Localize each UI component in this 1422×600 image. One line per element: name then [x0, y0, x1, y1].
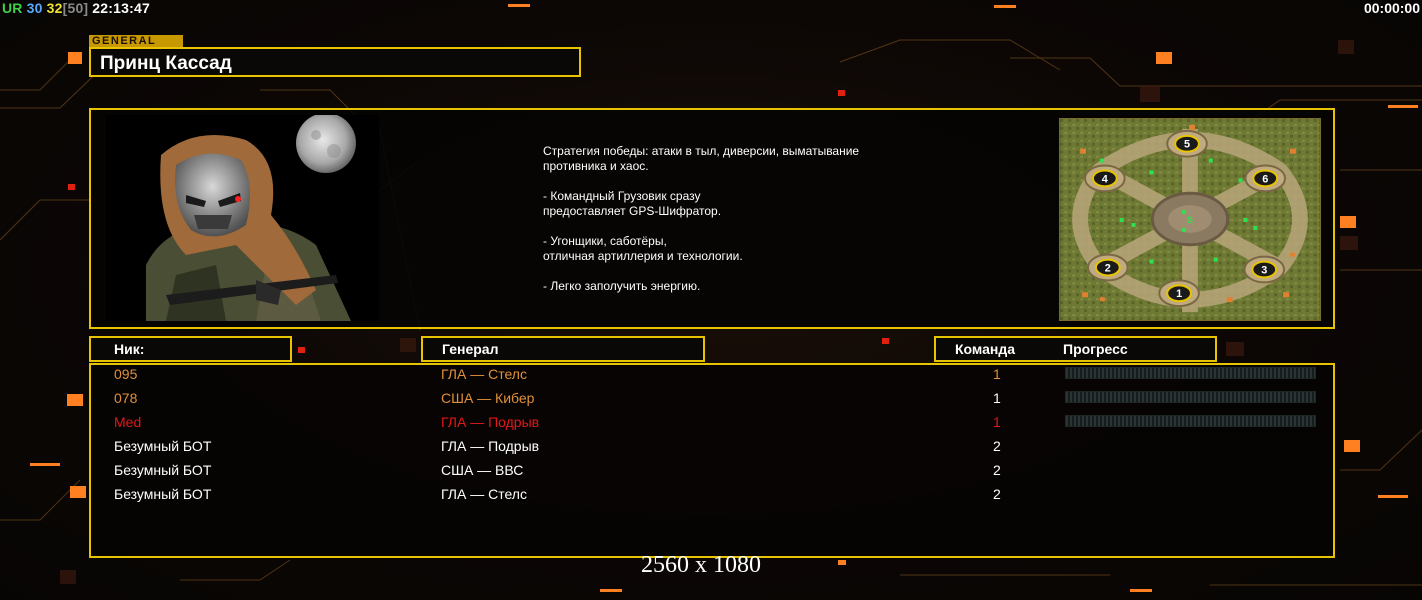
- player-row: Безумный БОТ ГЛА — Стелс 2: [0, 484, 1422, 508]
- hud-fps: 32: [46, 0, 63, 16]
- player-row: 078 США — Кибер 1: [0, 388, 1422, 412]
- player-team: 1: [993, 414, 1001, 430]
- hud-ping: 30: [26, 0, 43, 16]
- hud-fps-limit: [50]: [62, 0, 89, 16]
- map-slot-label: 5: [1184, 139, 1190, 151]
- player-nick: Безумный БОТ: [114, 486, 212, 502]
- hud-ur: UR: [2, 0, 23, 16]
- general-header: Генерал: [421, 336, 705, 362]
- player-progress-bar: [1065, 391, 1316, 403]
- map-slot-label: 3: [1261, 264, 1267, 276]
- player-team: 2: [993, 438, 1001, 454]
- player-row: 095 ГЛА — Стелс 1: [0, 364, 1422, 388]
- description-paragraph: - Легко заполучить энергию.: [543, 279, 701, 293]
- map-slot-label: 6: [1262, 173, 1268, 185]
- map-slot-label: 2: [1105, 262, 1111, 274]
- general-portrait: [106, 115, 379, 321]
- player-general: США — ВВС: [441, 462, 524, 478]
- resolution-caption: 2560 x 1080: [641, 552, 761, 578]
- minimap-image: 1 2 3 4 5 6: [1060, 119, 1320, 320]
- nick-header-label: Ник:: [114, 341, 145, 357]
- team-progress-header: Команда Прогресс: [934, 336, 1217, 362]
- player-progress-bar: [1065, 367, 1316, 379]
- map-slot-label: 4: [1102, 173, 1108, 185]
- map-slot-label: 1: [1176, 288, 1182, 300]
- player-nick: 078: [114, 390, 138, 406]
- portrait-image: [106, 115, 379, 321]
- minimap: 1 2 3 4 5 6: [1059, 118, 1321, 321]
- player-row: Безумный БОТ США — ВВС 2: [0, 460, 1422, 484]
- general-name-bar: Принц Кассад: [89, 47, 581, 77]
- description-paragraph: - Угонщики, саботёры, отличная артиллери…: [543, 234, 743, 263]
- player-progress-bar: [1065, 415, 1316, 427]
- general-tag: GENERAL: [89, 35, 183, 47]
- player-row: Med ГЛА — Подрыв 1: [0, 412, 1422, 436]
- player-nick: Med: [114, 414, 142, 430]
- player-general: ГЛА — Стелс: [441, 486, 527, 502]
- general-name: Принц Кассад: [100, 53, 232, 74]
- general-description: Стратегия победы: атаки в тыл, диверсии,…: [543, 144, 983, 309]
- general-header-label: Генерал: [442, 341, 499, 357]
- player-general: ГЛА — Стелс: [441, 366, 527, 382]
- player-team: 2: [993, 462, 1001, 478]
- game-timer: 00:00:00: [1363, 0, 1420, 16]
- description-paragraph: - Командный Грузовик сразу предоставляет…: [543, 189, 722, 218]
- player-team: 2: [993, 486, 1001, 502]
- player-general: США — Кибер: [441, 390, 535, 406]
- player-team: 1: [993, 366, 1001, 382]
- description-paragraph: Стратегия победы: атаки в тыл, диверсии,…: [543, 144, 860, 173]
- player-nick: Безумный БОТ: [114, 462, 212, 478]
- player-nick: Безумный БОТ: [114, 438, 212, 454]
- player-general: ГЛА — Подрыв: [441, 438, 540, 454]
- player-team: 1: [993, 390, 1001, 406]
- team-header-label: Команда: [955, 341, 1015, 357]
- player-general: ГЛА — Подрыв: [441, 414, 540, 430]
- map-center-marker: S: [1187, 215, 1193, 225]
- player-row: Безумный БОТ ГЛА — Подрыв 2: [0, 436, 1422, 460]
- progress-header-label: Прогресс: [1063, 341, 1128, 357]
- hud-clock: 22:13:47: [92, 0, 150, 16]
- player-nick: 095: [114, 366, 138, 382]
- nick-header: Ник:: [89, 336, 292, 362]
